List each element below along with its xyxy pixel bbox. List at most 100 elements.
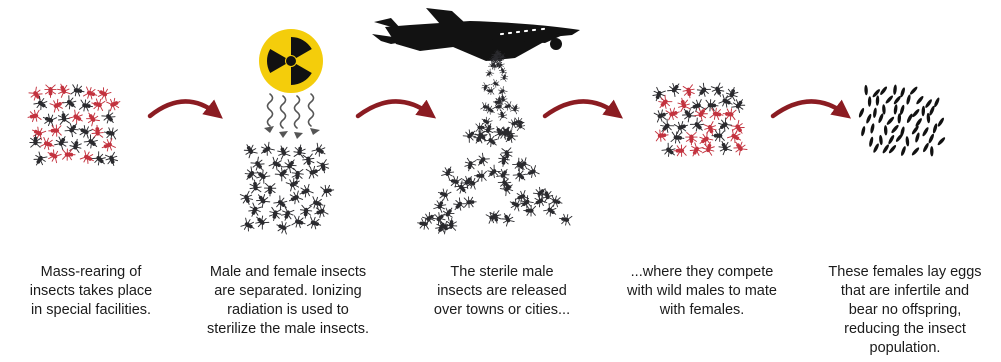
egg-icon bbox=[888, 144, 897, 154]
insect-icon bbox=[682, 85, 695, 99]
insect-icon bbox=[486, 87, 495, 95]
insect-icon bbox=[95, 85, 111, 101]
insect-icon bbox=[49, 125, 62, 137]
mass-rearing-insect-cluster bbox=[27, 82, 122, 168]
egg-icon bbox=[870, 123, 875, 134]
egg-icon bbox=[905, 136, 909, 147]
insect-icon bbox=[484, 69, 494, 79]
egg-icon bbox=[937, 136, 947, 146]
insect-icon bbox=[280, 207, 295, 223]
insect-icon bbox=[496, 166, 512, 182]
insect-icon bbox=[63, 149, 76, 161]
egg-icon bbox=[882, 104, 886, 115]
egg-icon bbox=[893, 104, 898, 115]
insect-icon bbox=[723, 108, 737, 121]
egg-icon bbox=[879, 135, 883, 146]
radiation-icon bbox=[259, 29, 323, 93]
egg-icon bbox=[884, 125, 888, 136]
radiation-waves bbox=[268, 94, 314, 128]
caption-line: are separated. Ionizing bbox=[188, 282, 388, 301]
insect-icon bbox=[62, 95, 79, 112]
egg-icon bbox=[900, 146, 907, 157]
insect-icon bbox=[717, 139, 733, 155]
insect-icon bbox=[254, 191, 271, 208]
egg-icon bbox=[928, 105, 935, 116]
wild-population-cluster bbox=[651, 80, 748, 159]
insect-icon bbox=[558, 213, 572, 226]
caption-line: insects takes place bbox=[0, 282, 182, 301]
caption-line: These females lay eggs bbox=[812, 263, 998, 282]
radiation-wave-arrowheads bbox=[264, 126, 320, 139]
arrow-step2-to-step3 bbox=[358, 101, 430, 116]
insect-icon bbox=[276, 144, 291, 160]
insect-icon bbox=[273, 195, 290, 212]
caption-line: population. bbox=[812, 339, 998, 358]
insect-icon bbox=[71, 84, 85, 97]
insect-icon bbox=[481, 122, 496, 137]
insect-icon bbox=[250, 156, 267, 173]
insect-icon bbox=[321, 184, 335, 197]
insect-icon bbox=[524, 205, 536, 216]
caption-line: sterilize the male insects. bbox=[188, 320, 388, 339]
insect-icon bbox=[441, 205, 457, 221]
caption-line: The sterile male bbox=[412, 263, 592, 282]
caption-line: insects are released bbox=[412, 282, 592, 301]
insect-icon bbox=[240, 217, 256, 233]
insect-icon bbox=[725, 86, 740, 101]
insect-icon bbox=[474, 170, 486, 181]
egg-icon bbox=[914, 132, 920, 143]
insect-icon bbox=[32, 151, 48, 168]
insect-icon bbox=[688, 142, 704, 158]
egg-icon bbox=[887, 134, 895, 145]
insect-icon bbox=[491, 79, 501, 89]
caption-line: that are infertile and bbox=[812, 282, 998, 301]
insect-icon bbox=[84, 110, 100, 127]
caption-line: in special facilities. bbox=[0, 301, 182, 320]
insect-icon bbox=[57, 111, 70, 125]
caption-step1: Mass-rearing of insects takes place in s… bbox=[0, 263, 182, 320]
egg-icon bbox=[877, 113, 884, 124]
insect-icon bbox=[45, 85, 56, 97]
egg-icon bbox=[872, 107, 877, 118]
egg-icon bbox=[911, 108, 920, 118]
egg-icon bbox=[921, 106, 925, 117]
egg-icon bbox=[911, 146, 920, 156]
egg-icon bbox=[937, 117, 945, 128]
egg-icon bbox=[876, 95, 880, 106]
insect-icon bbox=[45, 148, 61, 164]
arrow-step3-to-step4 bbox=[545, 101, 617, 116]
insect-icon bbox=[101, 109, 118, 126]
released-insects-cone bbox=[417, 49, 572, 235]
insect-icon bbox=[242, 142, 258, 158]
insect-icon bbox=[437, 187, 452, 201]
insect-icon bbox=[268, 207, 282, 222]
caption-step4: ...where they compete with wild males to… bbox=[604, 263, 800, 320]
insect-icon bbox=[292, 215, 307, 229]
insect-icon bbox=[27, 109, 41, 123]
egg-icon bbox=[858, 107, 865, 118]
insect-icon bbox=[474, 153, 490, 169]
egg-icon bbox=[893, 84, 897, 95]
insect-icon bbox=[667, 80, 684, 97]
insect-icon bbox=[502, 101, 513, 112]
insect-icon bbox=[33, 96, 50, 113]
insect-icon bbox=[100, 138, 116, 153]
insect-icon bbox=[286, 176, 302, 192]
infertile-eggs bbox=[858, 84, 946, 156]
egg-icon bbox=[868, 96, 872, 107]
egg-icon bbox=[865, 113, 872, 124]
airplane-icon bbox=[372, 8, 580, 61]
egg-icon bbox=[932, 123, 938, 134]
arrow-step1-to-step2 bbox=[150, 101, 217, 116]
egg-icon bbox=[890, 124, 899, 134]
insect-icon bbox=[441, 164, 456, 179]
egg-icon bbox=[886, 116, 895, 126]
insect-icon bbox=[312, 142, 329, 158]
egg-icon bbox=[922, 142, 930, 153]
insect-icon bbox=[106, 96, 122, 111]
caption-line: over towns or cities... bbox=[412, 301, 592, 320]
insect-icon bbox=[695, 83, 712, 100]
insect-icon bbox=[710, 107, 724, 120]
egg-icon bbox=[921, 126, 929, 137]
insect-icon bbox=[316, 159, 330, 174]
